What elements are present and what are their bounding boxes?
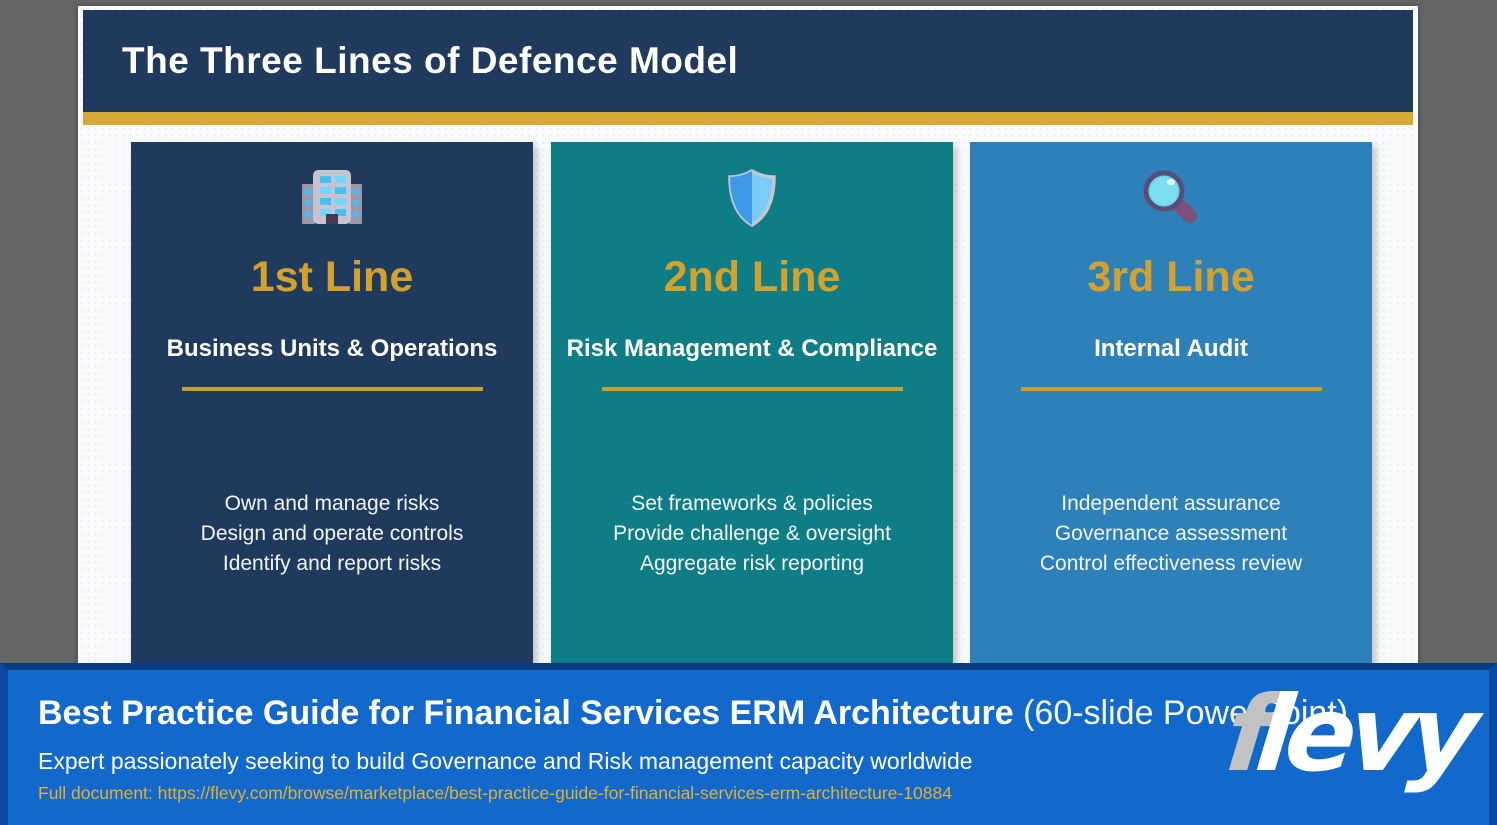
flevy-logo: flevy (1221, 673, 1478, 795)
document-title-main: Best Practice Guide for Financial Servic… (38, 694, 1014, 732)
document-title-format: (60-slide PowerPoint) (1013, 694, 1349, 732)
first-line-card: 1st Line Business Units & Operations Own… (131, 142, 533, 674)
document-title: Best Practice Guide for Financial Servic… (38, 694, 1348, 733)
office-building-icon (302, 170, 362, 224)
slide-title: The Three Lines of Defence Model (122, 40, 739, 81)
list-item: Design and operate controls (200, 522, 464, 546)
list-item: Aggregate risk reporting (639, 552, 865, 576)
list-item: Governance assessment (1054, 522, 1288, 546)
document-footer-banner: Best Practice Guide for Financial Servic… (0, 663, 1497, 825)
third-line-role: Internal Audit (1094, 335, 1248, 363)
third-line-responsibilities: Independent assurance Governance assessm… (1040, 489, 1302, 579)
first-line-responsibilities: Own and manage risks Design and operate … (201, 489, 464, 579)
magnifying-glass-icon (1143, 170, 1197, 223)
list-item: Independent assurance (1061, 492, 1281, 516)
second-line-card: 2nd Line Risk Management & Compliance Se… (551, 142, 953, 674)
third-line-title: 3rd Line (1087, 253, 1255, 301)
third-line-divider (1020, 387, 1322, 392)
list-item: Identify and report risks (222, 552, 442, 576)
author-description: Expert passionately seeking to build Gov… (38, 748, 973, 774)
first-line-divider (181, 387, 483, 392)
second-line-title: 2nd Line (663, 253, 841, 301)
second-line-divider (601, 387, 903, 392)
first-line-title: 1st Line (250, 253, 414, 301)
slide-page: The Three Lines of Defence Model 1st Lin… (78, 6, 1418, 674)
shield-icon (728, 168, 776, 228)
second-line-responsibilities: Set frameworks & policies Provide challe… (613, 489, 891, 579)
header-accent-bar (83, 112, 1413, 125)
second-line-role: Risk Management & Compliance (566, 335, 938, 363)
slide-header: The Three Lines of Defence Model (83, 10, 1413, 112)
list-item: Control effectiveness review (1039, 552, 1303, 576)
full-document-link[interactable]: Full document: https://flevy.com/browse/… (38, 783, 952, 803)
list-item: Provide challenge & oversight (613, 522, 891, 546)
third-line-card: 3rd Line Internal Audit Independent assu… (970, 142, 1372, 674)
list-item: Set frameworks & policies (631, 492, 873, 516)
flevy-logo-levy: levy (1250, 673, 1478, 795)
first-line-role: Business Units & Operations (166, 335, 498, 363)
list-item: Own and manage risks (224, 492, 440, 516)
